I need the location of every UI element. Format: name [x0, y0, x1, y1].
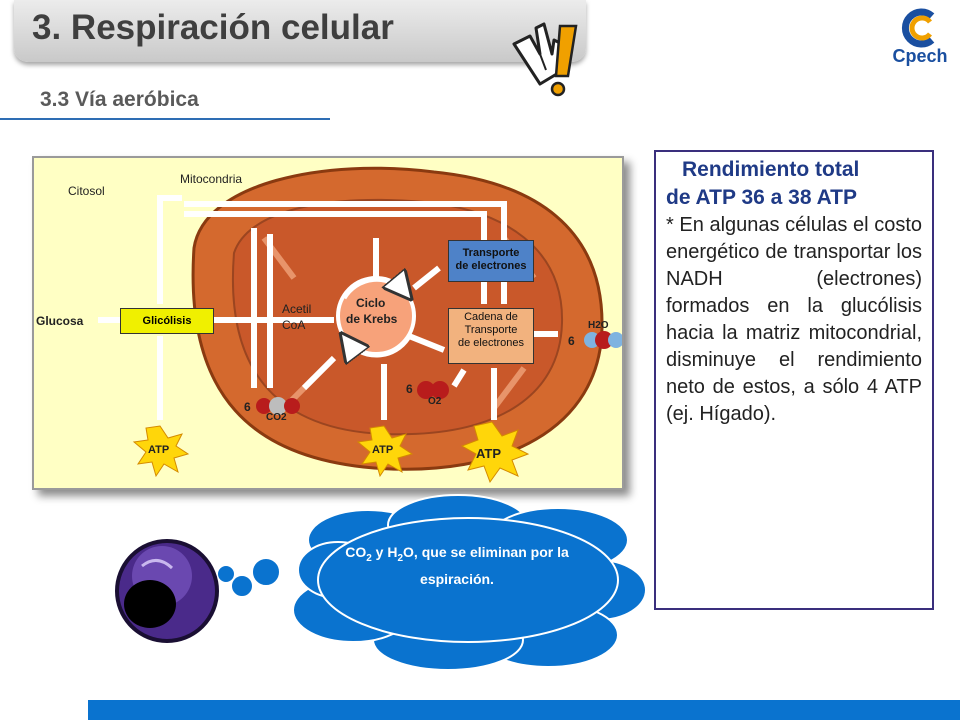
krebs-label-line1: Ciclo [356, 296, 386, 310]
cloud-y-h: y H [371, 544, 398, 560]
atp-label-3: ATP [476, 446, 502, 461]
cadena-transporte-box: Cadena de Transporte de electrones [448, 308, 534, 364]
cloud-co: CO [345, 544, 367, 560]
co2-coefficient: 6 [244, 400, 251, 414]
atp-yield-info-box: Rendimiento total de ATP 36 a 38 ATP * E… [654, 150, 934, 610]
glucosa-label: Glucosa [36, 314, 84, 328]
co2-molecule [256, 397, 300, 415]
atp-burst-3 [460, 421, 530, 484]
atp-burst-1 [132, 425, 190, 478]
coa-label: CoA [282, 318, 306, 332]
info-heading-line1: Rendimiento total [682, 158, 860, 181]
info-heading-line2: de ATP 36 a 38 ATP [666, 186, 858, 209]
krebs-label-line2: de Krebs [346, 312, 398, 326]
logo-text: Cpech [892, 46, 948, 66]
h2o-coefficient: 6 [568, 334, 575, 348]
page-title: 3. Respiración celular [32, 8, 394, 47]
atp-burst-2 [356, 425, 414, 478]
h2o-formula: H2O [588, 320, 609, 331]
title-bar: 3. Respiración celular [14, 0, 586, 62]
o2-molecule [417, 381, 449, 399]
transporte-line1: Transporte [462, 247, 520, 259]
cpech-logo: Cpech [886, 6, 954, 68]
thought-cloud [292, 494, 647, 671]
o2-formula: O2 [428, 396, 442, 407]
transporte-electrones-box: Transporte de electrones [448, 240, 534, 282]
cloud-text: CO2 y H2O, que se eliminan por la espira… [332, 542, 582, 590]
logo-mark-icon [901, 8, 935, 48]
pointing-hand-icon [512, 22, 578, 97]
co2-formula: CO2 [266, 412, 287, 423]
section-subtitle: 3.3 Vía aeróbica [40, 88, 199, 111]
cellular-respiration-diagram: Citosol Mitocondria Glucosa Glicólisis A… [32, 156, 624, 490]
citosol-label: Citosol [68, 184, 105, 198]
bottom-accent-bar [88, 700, 960, 720]
cadena-line3: de electrones [457, 337, 525, 349]
glicolisis-box: Glicólisis [120, 308, 214, 334]
atp-label-2: ATP [372, 444, 394, 456]
o2-coefficient: 6 [406, 382, 413, 396]
h2o-molecule [584, 331, 622, 349]
cadena-line2: Transporte [464, 324, 518, 336]
acetil-label: Acetil [282, 302, 312, 316]
cloud-sub-2b: 2 [397, 552, 404, 564]
info-body: * En algunas células el costo energético… [666, 214, 922, 425]
cloud-sub-2a: 2 [366, 552, 372, 564]
subtitle-underline [0, 118, 330, 120]
cadena-line1: Cadena de [464, 311, 518, 323]
cloud-rest: O, que se eliminan por la espiración. [403, 544, 569, 587]
atp-label-1: ATP [148, 444, 170, 456]
purple-monster-icon [115, 539, 219, 643]
info-heading: Rendimiento total de ATP 36 a 38 ATP [666, 156, 922, 212]
mitocondria-label: Mitocondria [180, 172, 243, 186]
transporte-line2: de electrones [455, 260, 527, 272]
